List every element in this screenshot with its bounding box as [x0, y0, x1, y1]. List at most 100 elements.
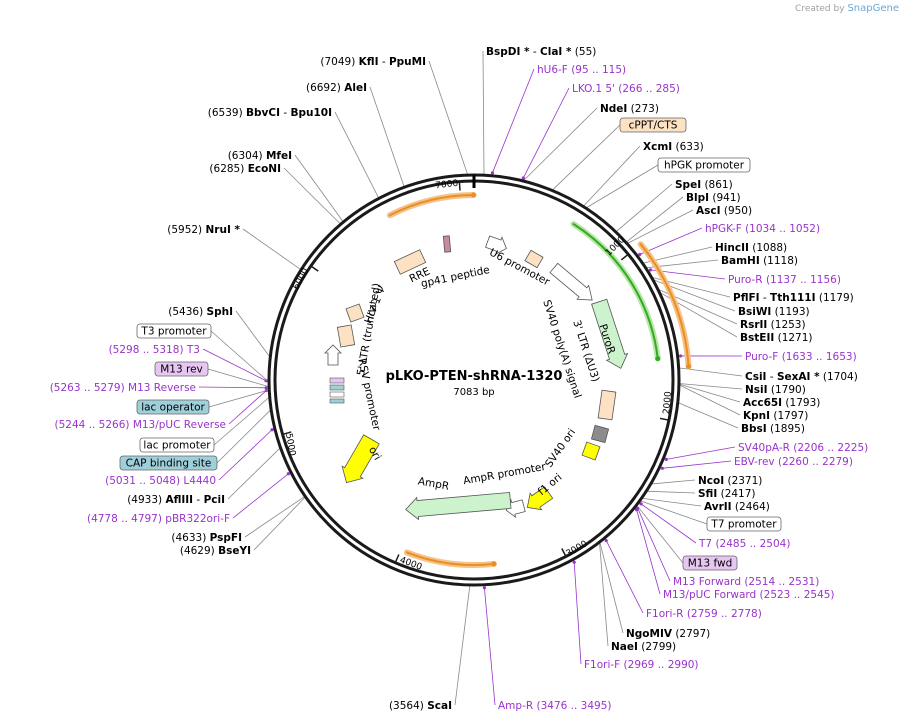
leader-site-1895 [677, 402, 739, 429]
primer-label-m13-forward: M13 Forward (2514 .. 2531) [673, 576, 819, 588]
site-label-csii-sexai-1704: CsiI - SexAI * (1704) [745, 371, 858, 383]
feature-hiv-psi [345, 303, 365, 323]
box-label-t3-promoter: T3 promoter [140, 326, 207, 338]
site-label-acc65i-1793: Acc65I (1793) [743, 397, 820, 409]
box-m13-rev [154, 361, 209, 377]
plasmid-size: 7083 bp [453, 387, 494, 398]
arc-right [639, 243, 690, 368]
primer-label-puro-r: Puro-R (1137 .. 1156) [728, 274, 841, 286]
box-label-cap-binding-site: CAP binding site [126, 458, 212, 470]
feature-lac-operator-bar [329, 384, 345, 391]
leader-site-2797 [599, 541, 624, 634]
leader-site-2799 [599, 542, 609, 647]
leader-site-6692 [369, 86, 405, 188]
arc-right-end [686, 364, 692, 370]
primer-mark-ebv-rev [660, 466, 664, 470]
leader-site-6285 [283, 167, 341, 225]
leader-box-cppt-cts [551, 124, 621, 191]
label-sv40-polya: SV40 poly(A) signal [540, 298, 583, 399]
site-label-6304-mfei: (6304) MfeI [228, 150, 292, 162]
tick-mark-2000 [659, 417, 670, 421]
primer-mark-hu6-f [490, 171, 495, 175]
box-cap-binding-site [119, 455, 218, 471]
leader-box-cap-binding-site [216, 409, 272, 464]
box-label-cppt-cts: cPPT/CTS [629, 120, 678, 132]
leader-site-1793 [678, 383, 741, 403]
arc-top-end [471, 192, 477, 198]
leader-box-m13-rev [207, 368, 270, 388]
feature-cap-site-bar [329, 398, 345, 404]
primer-mark-puro-f [679, 354, 683, 358]
label-ampr: AmpR [417, 475, 450, 492]
label-gp41: gp41 peptide [420, 264, 491, 290]
leader-site-5952 [242, 228, 302, 271]
tick-label-7000: 7000 [435, 179, 459, 191]
site-label-4933-afliii-pcii: (4933) AflIII - PciI [127, 494, 225, 506]
arc-green-end [655, 356, 661, 362]
leader-site-2464 [641, 497, 702, 507]
site-label-bsteii-1271: BstEII (1271) [740, 332, 813, 344]
box-label-lac-promoter: lac promoter [143, 440, 211, 452]
primer-mark-f1ori-r [604, 538, 608, 543]
site-label-4629-bseyi: (4629) BseYI [180, 545, 251, 557]
primer-label-f1ori-r: F1ori-R (2759 .. 2778) [646, 608, 762, 620]
primer-label-m13-puc-reverse: (5244 .. 5266) M13/pUC Reverse [54, 419, 226, 431]
site-label-avrii-2464: AvrII (2464) [704, 501, 770, 513]
primer-mark-m13-puc-forward [634, 508, 639, 512]
tick-mark-3000 [561, 548, 567, 557]
primer-label-hpgk-f: hPGK-F (1034 .. 1052) [705, 223, 820, 235]
leader-primer-f1ori-r [605, 540, 644, 614]
feature-lac-promoter-bar [329, 391, 345, 398]
box-label-m13-rev: M13 rev [160, 364, 203, 376]
feature-sv40-ori [581, 441, 601, 461]
primer-mark-pbr322ori-f [286, 472, 290, 476]
site-label-sfii-2417: SfiI (2417) [698, 488, 756, 500]
box-cppt-cts [619, 117, 687, 133]
primer-label-amp-r: Amp-R (3476 .. 3495) [498, 700, 612, 712]
tick-mark-5000 [282, 431, 292, 436]
site-label-3564-scai: (3564) ScaI [389, 700, 452, 712]
leader-box-t7-promoter [639, 500, 708, 525]
feature-m13-rev-bar [329, 377, 345, 384]
site-label-ndei-273: NdeI (273) [600, 103, 659, 115]
leader-site-2371 [650, 479, 696, 485]
leader-site-633 [582, 145, 641, 207]
leader-site-55 [482, 50, 485, 176]
primer-label-l4440: (5031 .. 5048) L4440 [105, 475, 216, 487]
label-leader-lines [198, 50, 743, 706]
primer-mark-t7 [639, 502, 643, 506]
site-label-hincii-1088: HincII (1088) [715, 242, 787, 254]
snapgene-credit: Created by SnapGene [795, 3, 899, 14]
primer-label-t7: T7 (2485 .. 2504) [698, 538, 790, 550]
leader-site-5436 [235, 310, 271, 358]
feature-3-ltr [597, 389, 617, 421]
leader-primer-lko-1-5 [522, 87, 570, 179]
box-label-hpgk-promoter: hPGK promoter [664, 160, 745, 172]
site-label-asci-950: AscI (950) [696, 205, 752, 217]
box-lac-promoter [139, 437, 215, 453]
primer-mark-hpgk-f [638, 252, 642, 257]
leader-primer-m13-puc-forward [636, 509, 661, 595]
site-label-6539-bbvci-bpu10i: (6539) BbvCI - Bpu10I [208, 107, 332, 119]
primer-label-puro-f: Puro-F (1633 .. 1653) [745, 351, 857, 363]
site-label-rsrii-1253: RsrII (1253) [740, 319, 806, 331]
leader-primer-ebv-rev [662, 460, 732, 469]
site-label-5952-nrui: (5952) NruI * [167, 224, 240, 236]
site-label-ngomiv-2797: NgoMIV (2797) [626, 628, 710, 640]
primer-label-sv40pa-r: SV40pA-R (2206 .. 2225) [738, 442, 868, 454]
site-label-6285-econi: (6285) EcoNI [209, 163, 281, 175]
credit-prefix: Created by [795, 4, 845, 14]
site-label-7049-kfli-ppumi: (7049) KflI - PpuMI [320, 56, 426, 68]
site-label-bsiwi-1193: BsiWI (1193) [738, 306, 810, 318]
feature-f1-ori [526, 486, 554, 511]
feature-rsv-promoter [324, 344, 342, 366]
primer-mark-amp-r [482, 586, 487, 590]
leader-site-950 [626, 209, 694, 244]
primer-mark-lko-1-5 [521, 176, 525, 180]
primer-mark-sv40pa-r [664, 457, 668, 461]
label-sv40-ori: SV40 ori [543, 427, 578, 470]
box-t3-promoter [136, 323, 212, 339]
leader-site-1797 [678, 384, 741, 416]
leader-primer-amp-r [484, 587, 496, 706]
primer-mark-f1ori-f [572, 560, 576, 564]
